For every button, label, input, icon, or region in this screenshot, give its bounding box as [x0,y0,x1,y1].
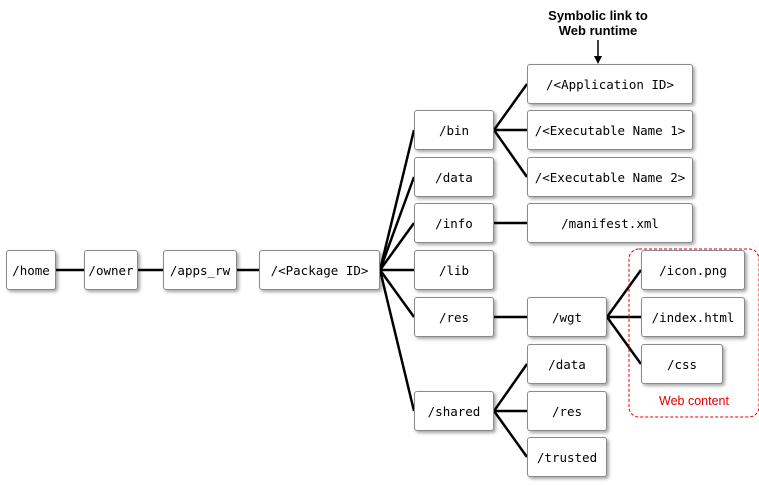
dir-shared-res[interactable]: /res [527,391,607,431]
connector-wgt-icon [605,269,643,318]
file-application-id[interactable]: /<Application ID> [527,64,693,104]
dir-data[interactable]: /data [414,157,494,197]
dir-res[interactable]: /res [414,297,494,337]
connector-package-bin [378,129,416,271]
web-content-label: Web content [659,394,729,408]
dir-shared[interactable]: /shared [414,391,494,431]
dir-bin[interactable]: /bin [414,110,494,150]
file-index-html[interactable]: /index.html [641,297,745,337]
dir-shared-trusted[interactable]: /trusted [527,437,607,477]
connector-package-data [378,176,416,271]
dir-package-id[interactable]: /<Package ID> [259,250,380,290]
connector-shared-trusted [492,410,529,458]
connector-bin-exe2 [492,129,529,178]
dir-home[interactable]: /home [6,250,56,290]
dir-apps-rw[interactable]: /apps_rw [163,250,237,290]
symlink-caption-line1: Symbolic link to [548,8,648,23]
connector-package-info [378,222,416,271]
dir-info[interactable]: /info [414,203,494,243]
dir-owner[interactable]: /owner [84,250,138,290]
symlink-caption-line2: Web runtime [558,23,638,38]
connector-wgt-css [605,316,643,365]
connector-shared-data [492,363,529,412]
symlink-caption: Symbolic link to Web runtime [528,8,668,38]
file-executable-1[interactable]: /<Executable Name 1> [527,110,693,150]
connector-package-shared [378,269,416,412]
web-content-region [628,248,759,418]
file-manifest[interactable]: /manifest.xml [527,203,693,243]
file-icon-png[interactable]: /icon.png [641,250,745,290]
dir-wgt[interactable]: /wgt [527,297,607,337]
dir-css[interactable]: /css [641,344,723,384]
file-executable-2[interactable]: /<Executable Name 2> [527,157,693,197]
connector-package-res [378,269,416,318]
connector-bin-appid [492,83,529,131]
dir-lib[interactable]: /lib [414,250,494,290]
dir-shared-data[interactable]: /data [527,344,607,384]
